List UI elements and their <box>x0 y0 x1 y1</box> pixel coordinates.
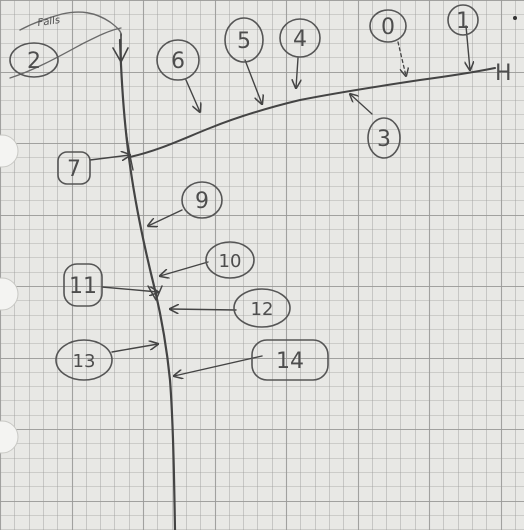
arrow-0 <box>398 42 406 76</box>
end-letter-h: H <box>495 61 512 86</box>
callout-11: 11 <box>64 264 102 306</box>
arrow-3 <box>350 94 372 114</box>
binder-hole-bottom <box>0 421 18 453</box>
callout-6: 6 <box>157 40 199 80</box>
binder-hole-top <box>0 135 18 167</box>
callout-11-label: 11 <box>69 274 97 299</box>
callout-3-label: 3 <box>377 127 391 152</box>
main-trunk-line <box>120 40 175 530</box>
arrow-12 <box>170 309 236 310</box>
callout-14: 14 <box>252 340 328 380</box>
ink-dot <box>513 16 517 20</box>
callout-12: 12 <box>234 289 290 327</box>
callout-12-label: 12 <box>251 299 274 320</box>
arrow-4 <box>296 58 298 88</box>
callout-10-label: 10 <box>219 251 242 272</box>
arrow-5 <box>245 60 262 104</box>
callout-13-label: 13 <box>73 351 96 372</box>
callout-2-label: 2 <box>27 49 41 74</box>
callout-1-label: 1 <box>456 9 470 34</box>
callout-7-label: 7 <box>67 157 81 182</box>
callout-9-label: 9 <box>195 189 209 214</box>
callout-5-label: 5 <box>237 29 251 54</box>
callout-6-label: 6 <box>171 49 185 74</box>
callout-0-label: 0 <box>381 15 395 40</box>
binder-hole-middle <box>0 278 18 310</box>
arrow-6 <box>186 80 200 112</box>
callout-14-label: 14 <box>276 349 304 374</box>
arrow-9 <box>148 210 182 226</box>
callout-13: 13 <box>56 340 112 380</box>
callout-7: 7 <box>58 152 90 184</box>
callout-4-label: 4 <box>293 27 307 52</box>
callout-1: 1 <box>448 5 478 35</box>
arrow-13 <box>112 344 158 352</box>
